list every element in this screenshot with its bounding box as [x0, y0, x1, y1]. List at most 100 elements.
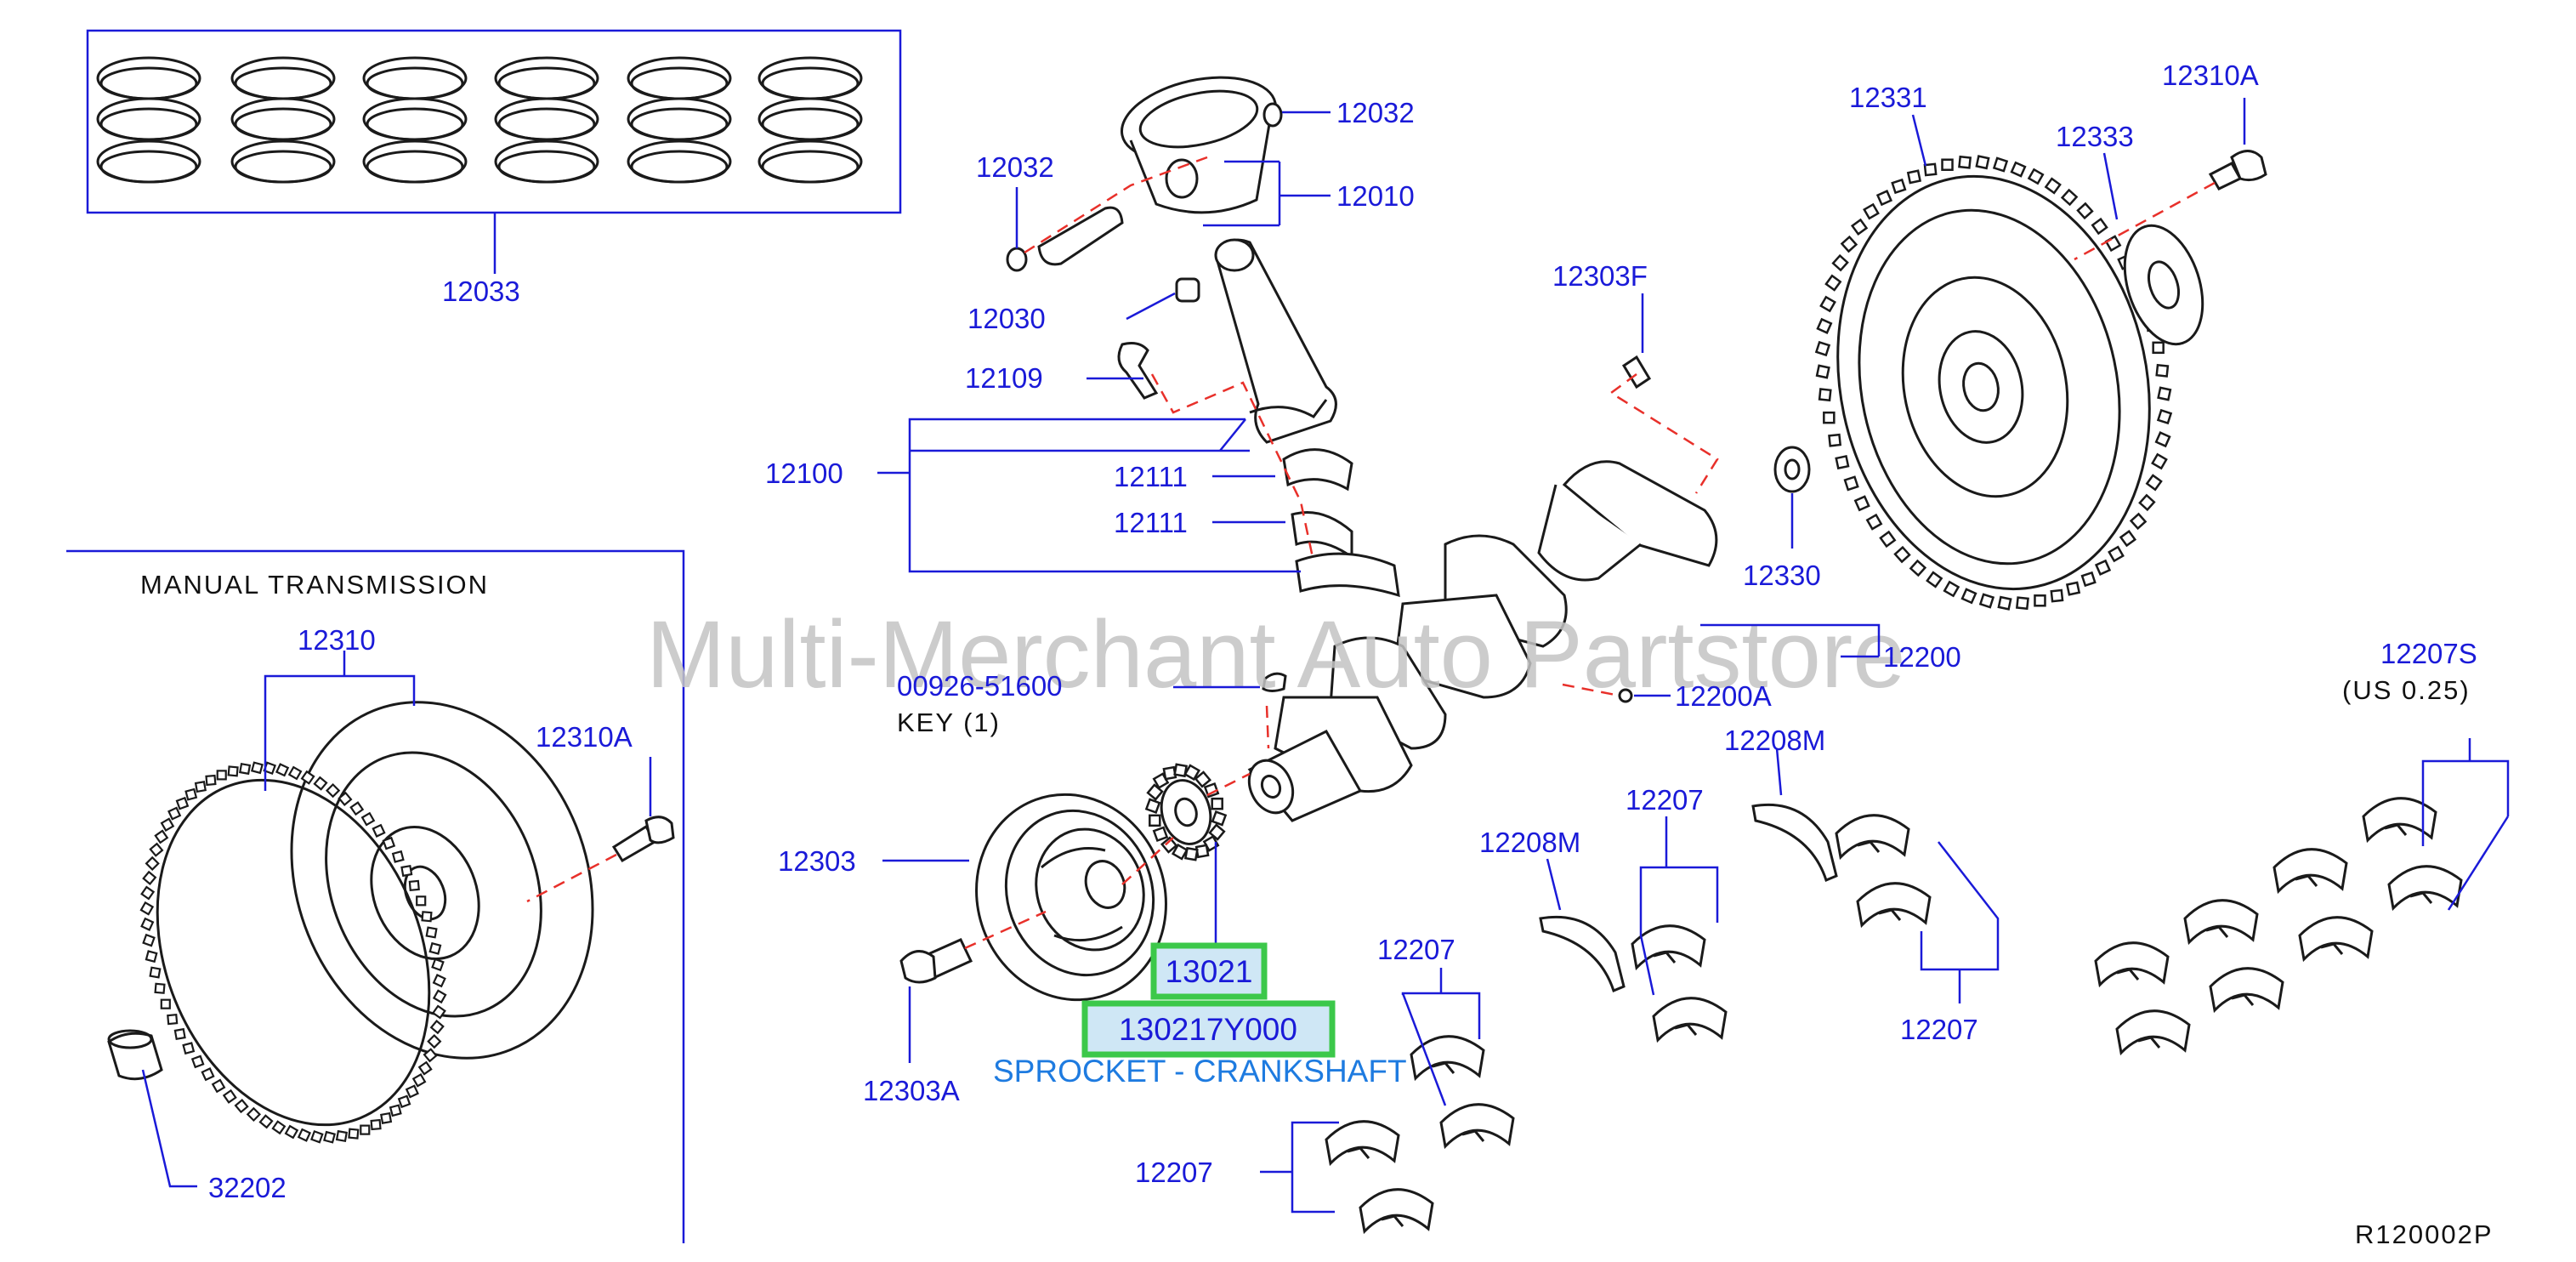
gear-tooth: [338, 791, 353, 807]
gear-tooth: [1875, 190, 1893, 207]
part-label[interactable]: 12032: [976, 151, 1054, 183]
gear-tooth: [1978, 593, 1995, 609]
part-label[interactable]: 12100: [765, 458, 843, 489]
part-label[interactable]: 12111: [1114, 461, 1188, 492]
gear-tooth: [1997, 595, 2012, 611]
part-label[interactable]: 12331: [1849, 82, 1927, 113]
gear-tooth: [432, 974, 446, 988]
gear-tooth: [2060, 188, 2079, 207]
part-label[interactable]: 12109: [965, 362, 1043, 394]
gear-tooth: [1926, 571, 1943, 588]
part-label[interactable]: 32202: [208, 1172, 287, 1203]
bearing-shell: [2272, 848, 2348, 895]
gear-tooth: [325, 782, 341, 799]
gear-tooth: [370, 1118, 382, 1131]
gear-tooth: [2138, 493, 2156, 512]
part-label[interactable]: 00926-51600: [897, 670, 1063, 702]
gear-tooth: [335, 1129, 348, 1143]
highlight-part-number[interactable]: 130217Y000: [1081, 1000, 1336, 1058]
gear-tooth: [2094, 559, 2112, 576]
gear-tooth: [1835, 454, 1850, 470]
gear-tooth: [2104, 235, 2122, 253]
crank-pulley: [899, 763, 1251, 1002]
bearing-shell: [1856, 882, 1932, 929]
gear-tooth: [416, 895, 427, 907]
part-label[interactable]: 12310A: [536, 721, 633, 753]
gear-tooth: [149, 842, 164, 857]
gear-tooth: [234, 1098, 249, 1114]
gear-tooth: [360, 811, 376, 827]
section-label: MANUAL TRANSMISSION: [140, 570, 489, 600]
part-label[interactable]: 12207S: [2380, 638, 2477, 669]
gear-tooth: [2076, 202, 2094, 220]
bearing-shell: [2362, 797, 2437, 844]
gear-tooth: [1879, 530, 1897, 549]
gear-tooth: [222, 1089, 237, 1104]
part-label[interactable]: 12207: [1135, 1157, 1213, 1188]
sprocket-tooth: [1211, 810, 1228, 827]
gear-tooth: [2108, 545, 2125, 563]
part-label[interactable]: 12111: [1114, 507, 1188, 538]
gear-tooth: [287, 765, 303, 781]
gear-tooth: [1992, 156, 2009, 173]
part-label[interactable]: 12032: [1336, 97, 1415, 128]
part-label[interactable]: 12330: [1743, 560, 1821, 591]
gear-tooth: [391, 850, 405, 863]
part-label[interactable]: 12207: [1626, 784, 1704, 816]
gear-tooth: [250, 761, 264, 775]
part-label[interactable]: 12030: [967, 303, 1046, 334]
gear-tooth: [431, 958, 445, 972]
bearing-shell: [2387, 865, 2463, 912]
gear-tooth: [1923, 162, 1938, 177]
gear-tooth: [1891, 178, 1907, 195]
gear-tooth: [2010, 161, 2027, 178]
part-label[interactable]: 12207: [1377, 934, 1455, 965]
bearing-shell: [2094, 941, 2170, 988]
gear-tooth: [2129, 512, 2148, 531]
part-label[interactable]: 12200A: [1675, 680, 1772, 712]
gear-tooth: [140, 885, 156, 901]
part-label[interactable]: 12303A: [863, 1075, 960, 1106]
part-labels: 12033 12032 12032 12010 12030 12109 1210…: [208, 60, 2477, 1203]
gear-tooth: [348, 1128, 360, 1140]
gear-tooth: [1975, 155, 1990, 170]
bearing-shell: [1325, 1120, 1400, 1167]
gear-tooth: [380, 1111, 393, 1124]
piston-assembly: [1006, 76, 1400, 598]
part-label[interactable]: 12208M: [1724, 725, 1825, 756]
part-label[interactable]: 12333: [2056, 121, 2134, 152]
part-label[interactable]: 12208M: [1479, 827, 1580, 858]
gear-tooth: [360, 1124, 371, 1135]
gear-tooth: [205, 774, 217, 787]
part-label[interactable]: 12310: [298, 624, 376, 656]
gear-tooth: [239, 762, 252, 776]
gear-tooth: [201, 1067, 215, 1082]
highlight-sprocket[interactable]: 13021: [1150, 942, 1268, 1000]
part-label[interactable]: 12310A: [2162, 60, 2259, 91]
part-label[interactable]: 12200: [1883, 641, 1961, 673]
gear-tooth: [1824, 274, 1842, 292]
gear-tooth: [1865, 513, 1883, 531]
piston-ring: [96, 56, 201, 184]
bearing-shell: [2115, 1009, 2191, 1056]
part-label[interactable]: 12303: [778, 845, 856, 877]
bearing-shell: [2298, 916, 2374, 963]
gear-tooth: [427, 1033, 442, 1049]
gear-tooth: [1893, 545, 1911, 564]
highlight-description: SPROCKET - CRANKSHAFT: [993, 1054, 1407, 1089]
gear-tooth: [154, 829, 169, 844]
gear-tooth: [160, 817, 175, 833]
gear-tooth: [1909, 559, 1927, 577]
gear-tooth: [1906, 169, 1922, 185]
part-label[interactable]: 12010: [1336, 180, 1415, 212]
part-label[interactable]: 12303F: [1552, 260, 1648, 292]
sprocket-tooth: [1211, 797, 1223, 810]
gear-tooth: [142, 870, 157, 885]
part-label[interactable]: 12207: [1900, 1014, 1978, 1045]
sprocket-tooth: [1183, 764, 1201, 782]
gear-tooth: [1863, 202, 1880, 220]
gear-tooth: [216, 770, 227, 781]
gear-tooth: [408, 879, 420, 891]
part-label[interactable]: 12033: [442, 276, 520, 307]
